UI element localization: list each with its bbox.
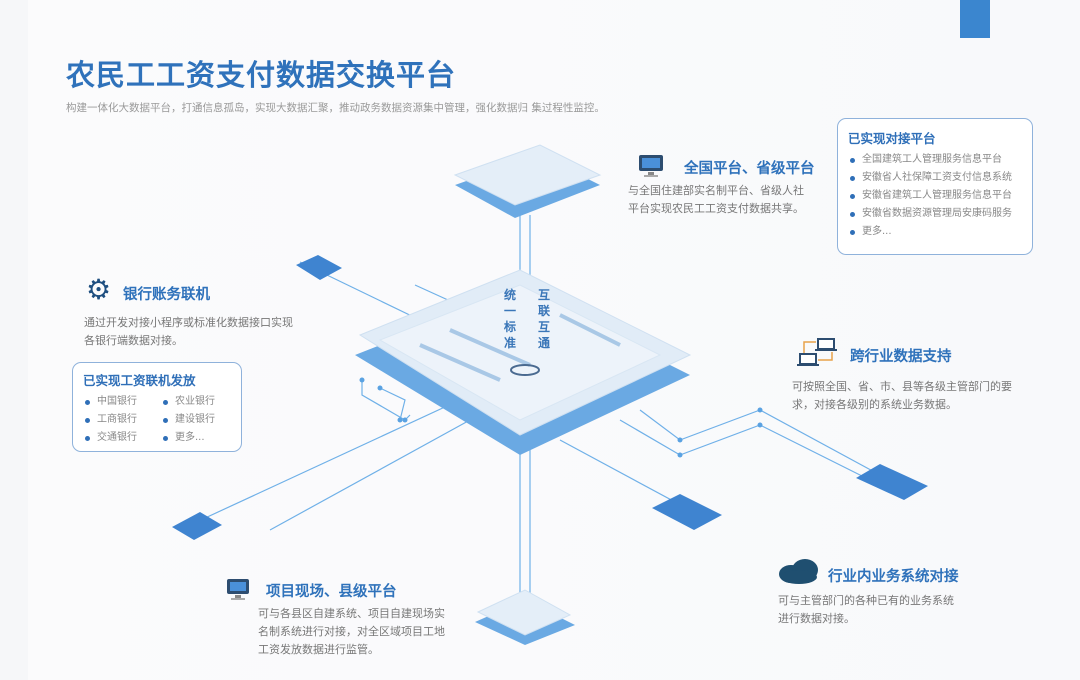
cross-industry-heading: 跨行业数据支持	[850, 349, 952, 365]
list-item: 交通银行	[83, 429, 161, 447]
monitor-chart-icon	[227, 579, 249, 600]
gear-icon: ⚙	[86, 273, 112, 306]
list-item: 中国银行	[83, 393, 161, 411]
list-item: 农业银行	[161, 393, 239, 411]
industry-desc: 可与主管部门的各种已有的业务系统进行数据对接。	[778, 594, 954, 625]
list-item: 全国建筑工人管理服务信息平台	[848, 151, 1022, 169]
list-item: 安徽省建筑工人管理服务信息平台	[848, 187, 1022, 205]
laptops-network-icon	[797, 338, 837, 366]
industry-heading: 行业内业务系统对接	[828, 569, 959, 585]
unified-standard-label: 统一标准	[503, 288, 516, 350]
node-terminals	[172, 255, 928, 540]
page-subtitle: 构建一体化大数据平台，打通信息孤岛，实现大数据汇聚，推动政务数据资源集中管理，强…	[66, 102, 605, 114]
bank-heading: 银行账务联机	[123, 287, 210, 303]
node-center	[355, 269, 692, 455]
list-item: 建设银行	[161, 411, 239, 429]
list-item: 安徽省人社保障工资支付信息系统	[848, 169, 1022, 187]
national-heading: 全国平台、省级平台	[684, 161, 815, 177]
national-desc: 与全国住建部实名制平台、省级人社平台实现农民工工资支付数据共享。	[628, 184, 804, 215]
list-item: 更多...	[161, 429, 239, 447]
list-item: 更多...	[848, 223, 1022, 241]
cross-industry-desc: 可按照全国、省、市、县等各级主管部门的要求，对接各级别的系统业务数据。	[792, 380, 1012, 411]
node-bottom	[475, 589, 575, 645]
monitor-chart-icon	[639, 155, 663, 177]
list-item: 安徽省数据资源管理局安康码服务	[848, 205, 1022, 223]
project-desc: 可与各县区自建系统、项目自建现场实名制系统进行对接，对全区域项目工地工资发放数据…	[258, 607, 445, 656]
national-platform-box: 已实现对接平台 全国建筑工人管理服务信息平台安徽省人社保障工资支付信息系统安徽省…	[837, 118, 1033, 255]
node-top	[453, 144, 602, 218]
cloud-icon	[779, 559, 818, 584]
bank-desc: 通过开发对接小程序或标准化数据接口实现各银行端数据对接。	[84, 316, 293, 347]
corner-decoration	[960, 0, 990, 38]
project-heading: 项目现场、县级平台	[266, 584, 397, 600]
list-item: 工商银行	[83, 411, 161, 429]
page-title: 农民工工资支付数据交换平台	[66, 58, 457, 92]
bank-box: 已实现工资联机发放 中国银行农业银行工商银行建设银行交通银行更多...	[72, 362, 242, 452]
interconnection-label: 互联互通	[537, 288, 550, 350]
